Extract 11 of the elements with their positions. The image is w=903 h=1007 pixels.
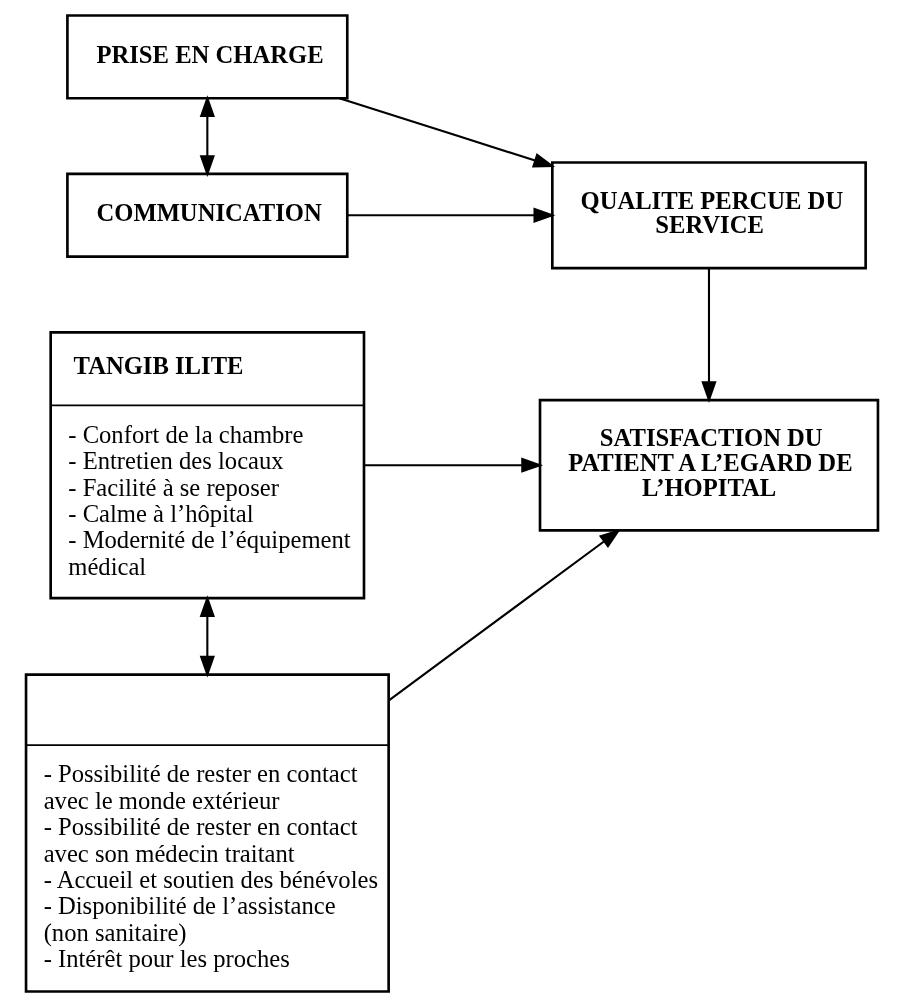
arrow <box>364 457 543 473</box>
node-box: COMMUNICATION <box>65 172 349 258</box>
arrow <box>700 268 717 403</box>
arrow <box>199 595 215 678</box>
arrow <box>199 95 215 177</box>
node-box: QUALITE PERCUE DU SERVICE <box>550 161 867 270</box>
arrow <box>387 528 621 702</box>
arrow <box>347 207 555 223</box>
node-box: PRISE EN CHARGE <box>65 14 349 100</box>
arrow <box>338 97 555 168</box>
node-box: SATISFACTION DU PATIENT A L’EGARD DE L’HOPITAL <box>538 398 879 532</box>
